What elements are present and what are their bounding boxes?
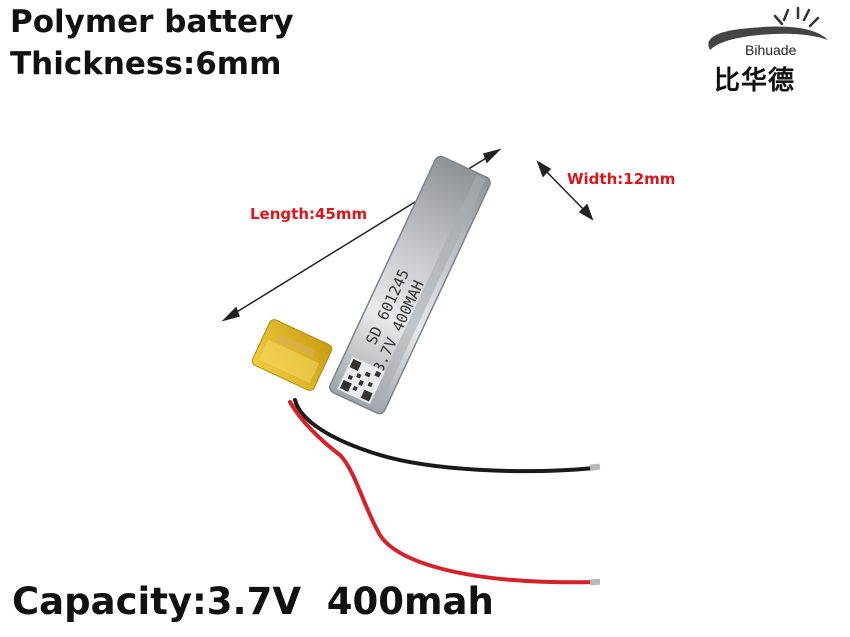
- title-thickness: Thickness:6mm: [10, 46, 282, 82]
- logo-swoosh: [708, 26, 828, 50]
- brand-logo: [708, 6, 828, 50]
- logo-rays: [773, 6, 820, 28]
- qr-code: [337, 356, 386, 405]
- black-wire-tip: [589, 463, 601, 471]
- logo-chinese: 比华德: [714, 66, 796, 96]
- width-label: Width:12mm: [567, 170, 676, 188]
- length-label: Length:45mm: [250, 205, 368, 223]
- red-wire: [288, 400, 597, 585]
- kapton-tape: [251, 319, 333, 391]
- black-wire: [293, 398, 597, 474]
- title-polymer-battery: Polymer battery: [10, 4, 294, 40]
- logo-latin: Bihuade: [745, 42, 797, 58]
- red-wire-tip: [589, 578, 601, 586]
- battery-cell: SD 601245 3.7V 400MAH: [329, 155, 491, 415]
- width-arrow: [536, 160, 594, 221]
- capacity-caption: Capacity:3.7V 400mah: [12, 580, 494, 623]
